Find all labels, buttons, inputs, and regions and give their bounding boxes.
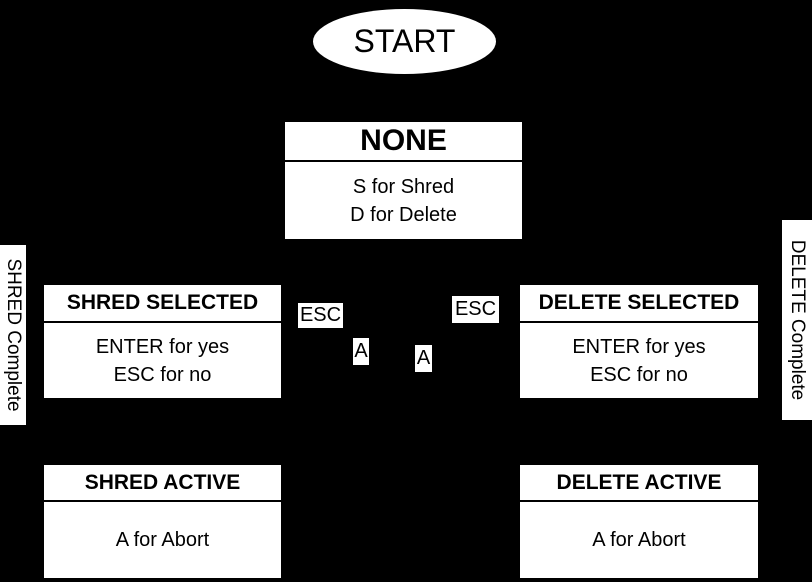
state-none-line2: D for Delete xyxy=(350,203,457,226)
state-none: NONE S for Shred D for Delete xyxy=(285,122,522,239)
side-label-delete-complete-text: DELETE Complete xyxy=(787,239,808,401)
edge-label-a-left: A xyxy=(353,338,369,365)
side-label-shred-complete: SHRED Complete xyxy=(0,245,26,425)
state-shred-active-body: A for Abort xyxy=(44,502,281,578)
state-shred-active-line1: A for Abort xyxy=(115,529,210,551)
state-delete-active-title: DELETE ACTIVE xyxy=(520,465,758,502)
state-delete-selected-line1: ENTER for yes xyxy=(572,335,706,358)
side-label-shred-complete-text: SHRED Complete xyxy=(3,258,24,412)
side-label-delete-complete: DELETE Complete xyxy=(782,220,812,420)
state-none-title: NONE xyxy=(285,122,522,162)
state-shred-selected: SHRED SELECTED ENTER for yes ESC for no xyxy=(44,285,281,398)
state-delete-selected-body: ENTER for yes ESC for no xyxy=(520,323,758,398)
state-shred-selected-body: ENTER for yes ESC for no xyxy=(44,323,281,398)
state-none-body: S for Shred D for Delete xyxy=(285,162,522,239)
start-node-label: START xyxy=(353,23,456,59)
state-shred-selected-title: SHRED SELECTED xyxy=(44,285,281,323)
state-delete-active: DELETE ACTIVE A for Abort xyxy=(520,465,758,578)
state-shred-active-title: SHRED ACTIVE xyxy=(44,465,281,502)
state-delete-active-body: A for Abort xyxy=(520,502,758,578)
state-delete-selected-title: DELETE SELECTED xyxy=(520,285,758,323)
state-delete-active-line1: A for Abort xyxy=(592,529,686,551)
state-shred-selected-line2: ESC for no xyxy=(113,363,212,386)
edge-label-a-right: A xyxy=(415,345,432,372)
state-none-line1: S for Shred xyxy=(352,175,455,198)
start-node: START xyxy=(313,9,496,74)
edge-label-esc-left: ESC xyxy=(298,303,343,328)
edge-label-esc-right: ESC xyxy=(452,296,499,323)
state-shred-active: SHRED ACTIVE A for Abort xyxy=(44,465,281,578)
state-delete-selected-line2: ESC for no xyxy=(590,363,688,386)
state-delete-selected: DELETE SELECTED ENTER for yes ESC for no xyxy=(520,285,758,398)
state-shred-selected-line1: ENTER for yes xyxy=(95,335,230,358)
